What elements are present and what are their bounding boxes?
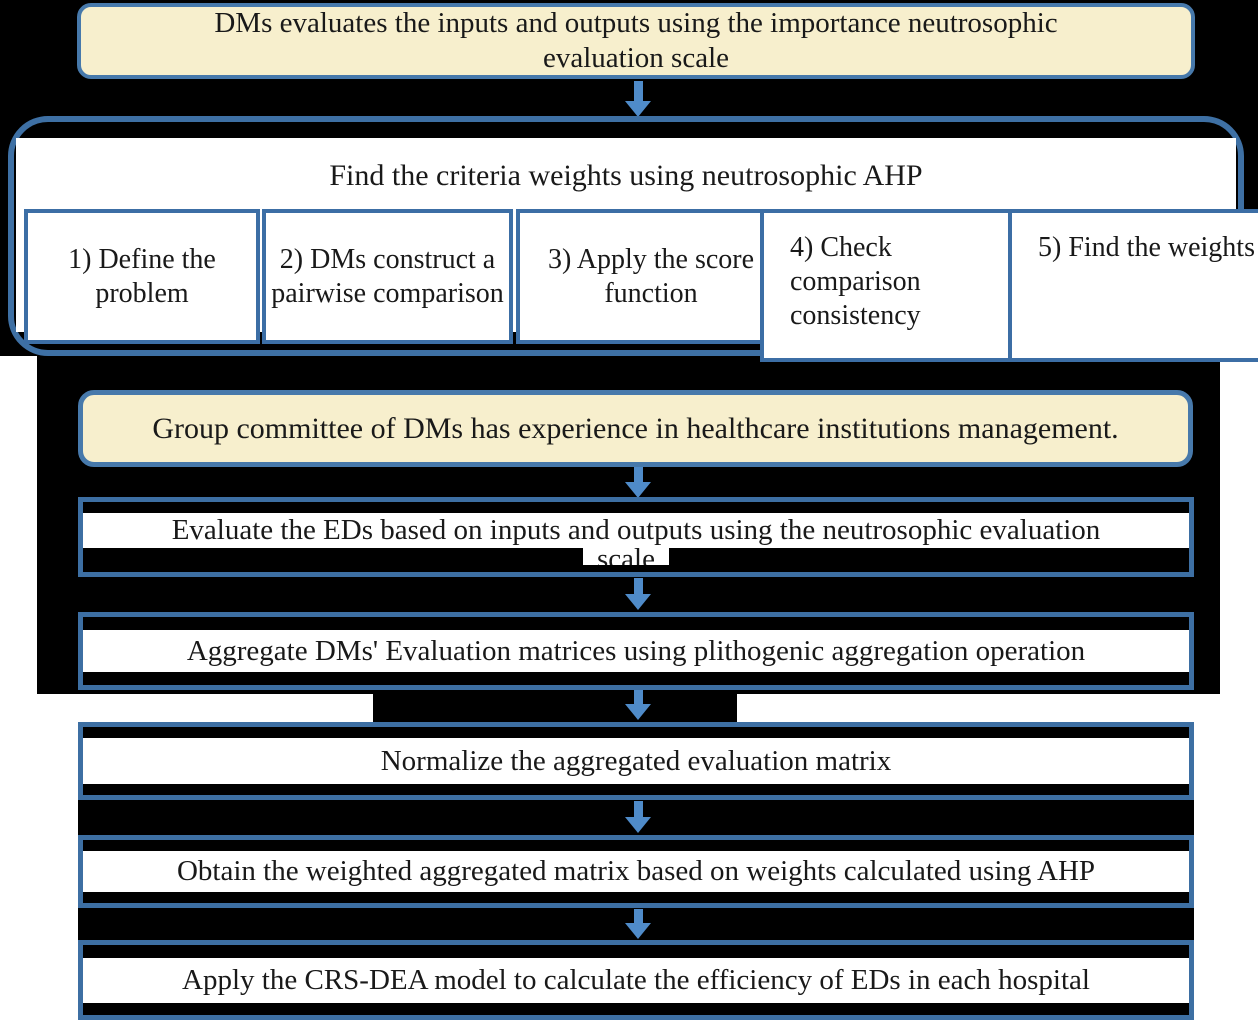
arrow-stem — [633, 81, 643, 101]
arrow-head — [625, 594, 651, 610]
arrow-head — [625, 101, 651, 117]
step-box-pairwise-comparison: 2) DMs construct a pairwise comparison — [262, 209, 513, 344]
arrow-down-icon — [622, 909, 654, 939]
evaluate-box-line2: scale — [597, 548, 655, 565]
arrow-head — [625, 482, 651, 498]
normalize-box-label: Normalize the aggregated evaluation matr… — [380, 744, 892, 777]
dea-box: Apply the CRS-DEA model to calculate the… — [78, 940, 1194, 1020]
aggregate-box-label: Aggregate DMs' Evaluation matrices using… — [186, 634, 1086, 667]
text-highlight-band: scale — [583, 548, 669, 565]
evaluate-box: Evaluate the EDs based on inputs and out… — [78, 497, 1194, 577]
committee-box-label: Group committee of DMs has experience in… — [152, 412, 1119, 445]
ahp-panel-title: Find the criteria weights using neutroso… — [329, 159, 923, 192]
dea-box-label: Apply the CRS-DEA model to calculate the… — [182, 964, 1090, 996]
arrow-head — [625, 923, 651, 939]
weighted-matrix-box: Obtain the weighted aggregated matrix ba… — [78, 835, 1194, 908]
arrow-stem — [633, 801, 643, 817]
text-highlight-band: Normalize the aggregated evaluation matr… — [83, 738, 1189, 784]
top-evaluation-box: DMs evaluates the inputs and outputs usi… — [77, 3, 1195, 79]
arrow-stem — [633, 909, 643, 923]
arrow-head — [625, 704, 651, 720]
arrow-head — [625, 817, 651, 833]
text-highlight-band: Apply the CRS-DEA model to calculate the… — [83, 958, 1189, 1003]
arrow-down-icon — [622, 81, 654, 117]
text-highlight-band: Obtain the weighted aggregated matrix ba… — [83, 851, 1189, 892]
ahp-panel: Find the criteria weights using neutroso… — [8, 116, 1258, 362]
committee-box: Group committee of DMs has experience in… — [78, 390, 1193, 467]
step-box-score-function: 3) Apply the score function — [516, 209, 786, 344]
arrow-stem — [633, 578, 643, 594]
evaluate-box-line1: Evaluate the EDs based on inputs and out… — [171, 514, 1101, 546]
aggregate-box: Aggregate DMs' Evaluation matrices using… — [78, 612, 1194, 690]
step-box-find-weights: 5) Find the weights — [1008, 209, 1258, 362]
ahp-panel-inner: Find the criteria weights using neutroso… — [16, 138, 1258, 362]
top-evaluation-box-line1: DMs evaluates the inputs and outputs usi… — [214, 7, 1058, 39]
step-box-define-problem: 1) Define the problem — [24, 209, 260, 344]
top-evaluation-box-line2: evaluation scale — [543, 42, 729, 74]
arrow-down-icon — [622, 801, 654, 833]
step-label: 1) Define the problem — [68, 243, 216, 309]
arrow-down-icon — [622, 467, 654, 498]
arrow-down-icon — [622, 690, 654, 720]
text-highlight-band: Evaluate the EDs based on inputs and out… — [83, 513, 1189, 548]
weighted-matrix-box-label: Obtain the weighted aggregated matrix ba… — [176, 855, 1096, 887]
normalize-box: Normalize the aggregated evaluation matr… — [78, 722, 1194, 800]
arrow-stem — [633, 467, 643, 482]
step-label: 5) Find the weights — [1038, 232, 1255, 263]
arrow-down-icon — [622, 578, 654, 610]
arrow-band-black-1 — [373, 690, 737, 722]
step-box-check-consistency: 4) Check comparison consistency — [760, 209, 1032, 362]
step-label: 3) Apply the score function — [547, 243, 755, 309]
step-label: 4) Check comparison consistency — [790, 232, 921, 331]
arrow-stem — [633, 690, 643, 704]
step-label: 2) DMs construct a pairwise comparison — [271, 243, 504, 309]
text-highlight-band: Aggregate DMs' Evaluation matrices using… — [83, 630, 1189, 672]
